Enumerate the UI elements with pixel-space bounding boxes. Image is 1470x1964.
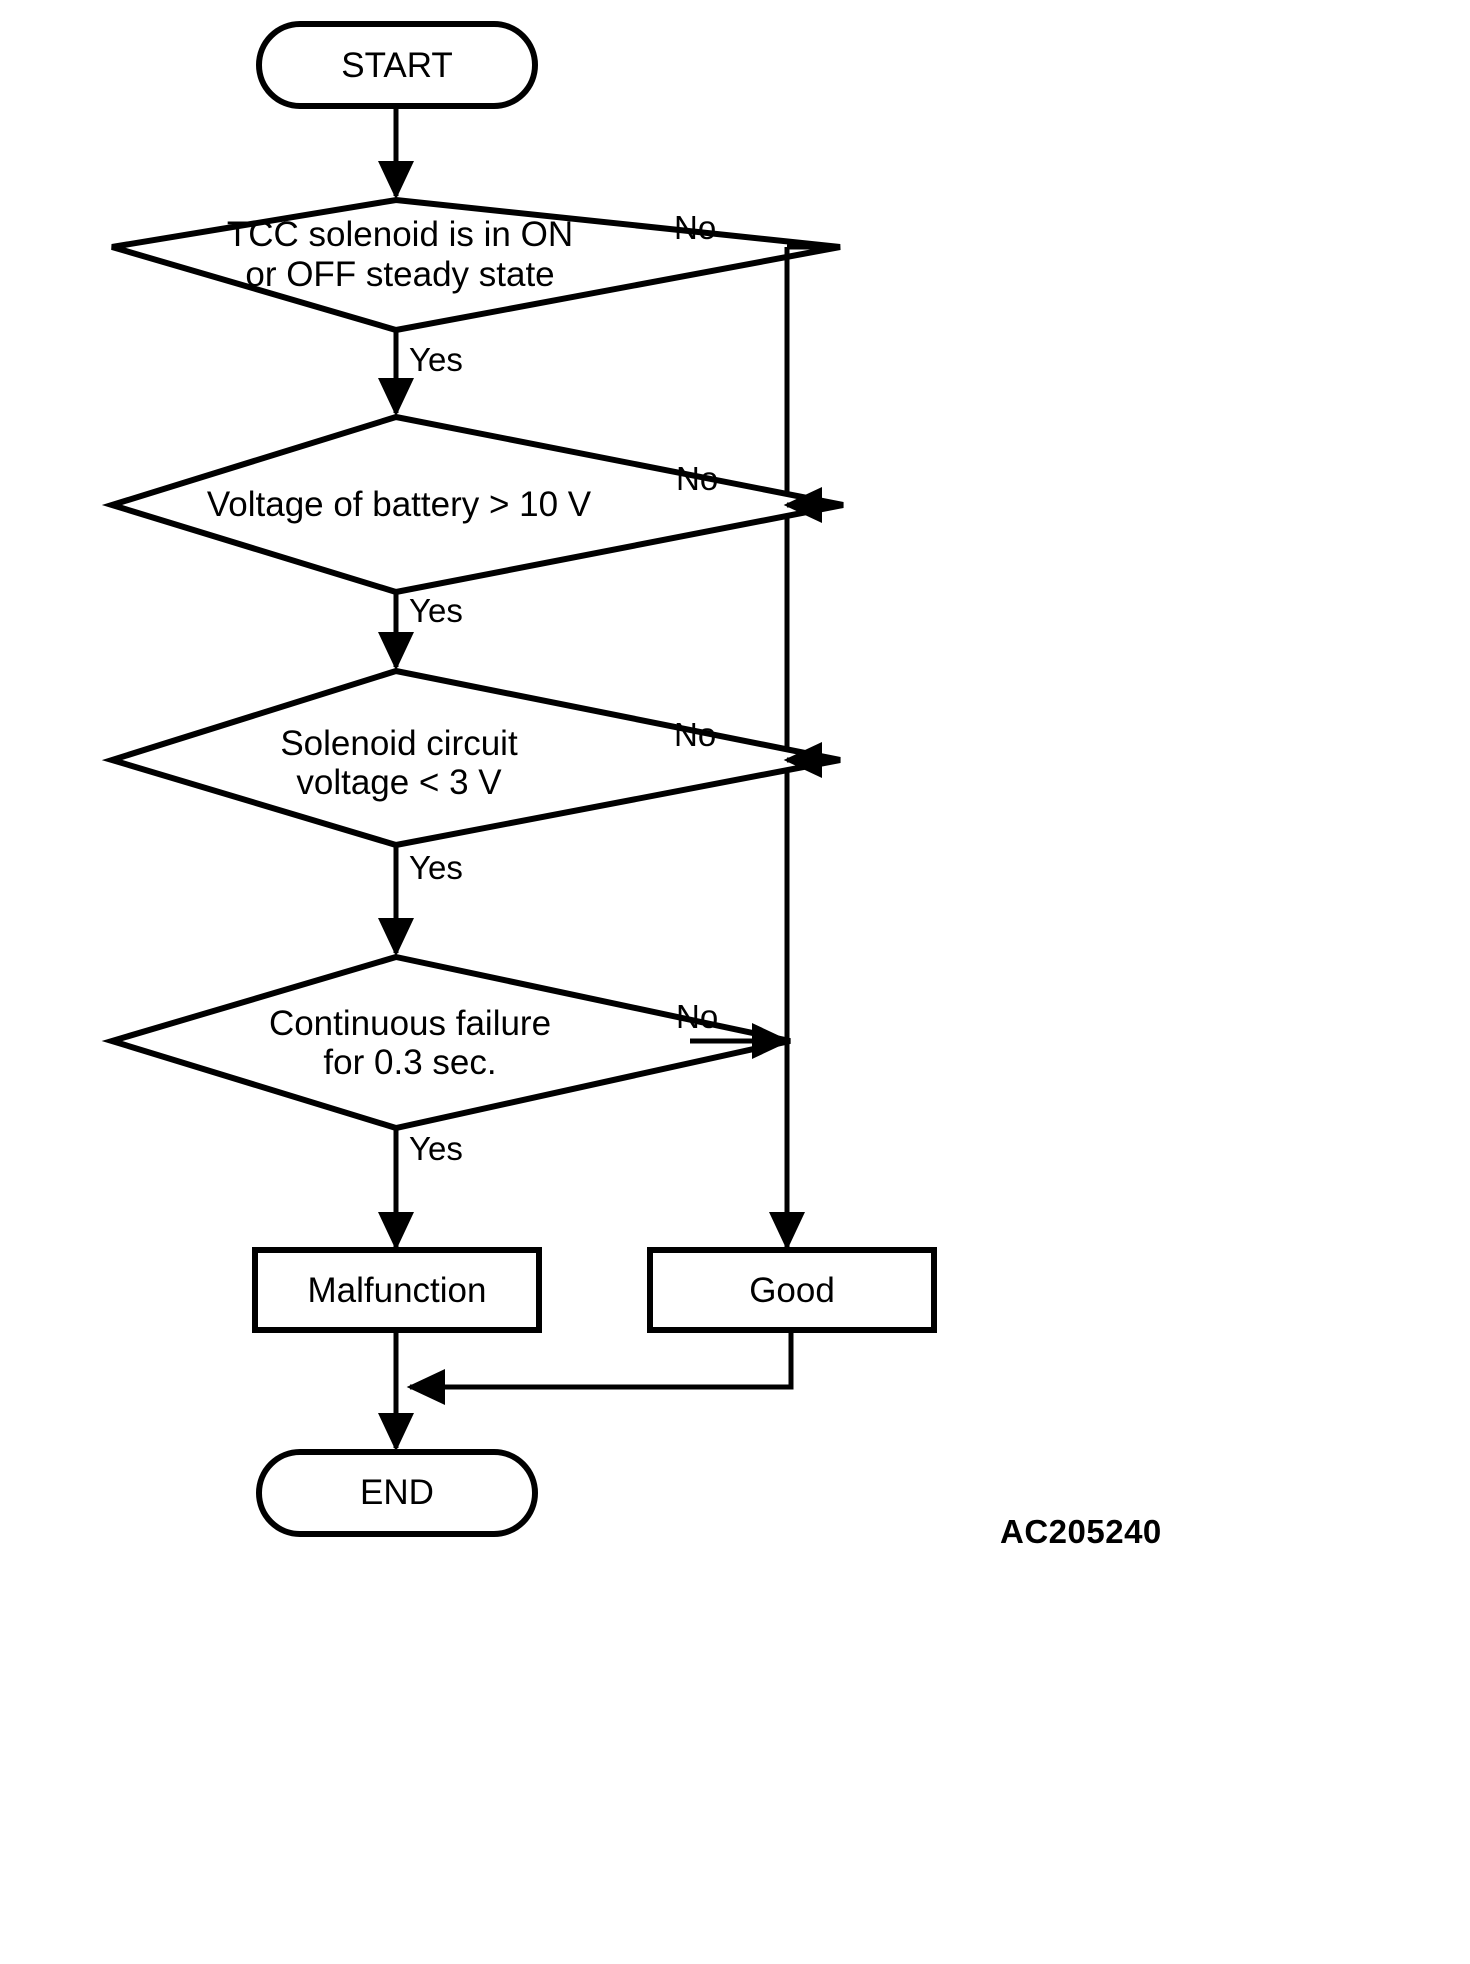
node-start-label: START [341,46,453,86]
edge-label-d4-yes: Yes [409,1130,463,1167]
edge-good-to-merge [406,1330,794,1405]
edge-label-d1-yes: Yes [409,341,463,378]
node-d1-label-line1: TCC solenoid is in ON [226,215,574,255]
edge-label-d3-no: No [674,716,717,753]
node-d1-label-line2: or OFF steady state [245,255,555,295]
node-good-label: Good [749,1271,835,1311]
node-d4-label-line2: for 0.3 sec. [323,1043,497,1083]
node-d2-label-line1: Voltage of battery > 10 V [206,485,592,525]
edge-label-d2-no: No [676,460,719,497]
edge-label-d4-no: No [676,998,719,1035]
node-d3-label-line2: voltage < 3 V [296,763,502,803]
edge-label-d1-no: No [674,209,717,246]
edge-label-d2-yes: Yes [409,592,463,629]
figure-code-label: AC205240 [1000,1513,1162,1550]
node-end-shape [256,1449,538,1537]
node-malfunction-label: Malfunction [307,1271,487,1311]
node-end-label: END [360,1473,434,1513]
node-good-shape [647,1247,937,1333]
node-d3-label-line1: Solenoid circuit [280,724,518,764]
node-d4-label-line1: Continuous failure [268,1004,552,1044]
edge-label-d3-yes: Yes [409,849,463,886]
node-malfunction-shape [252,1247,542,1333]
